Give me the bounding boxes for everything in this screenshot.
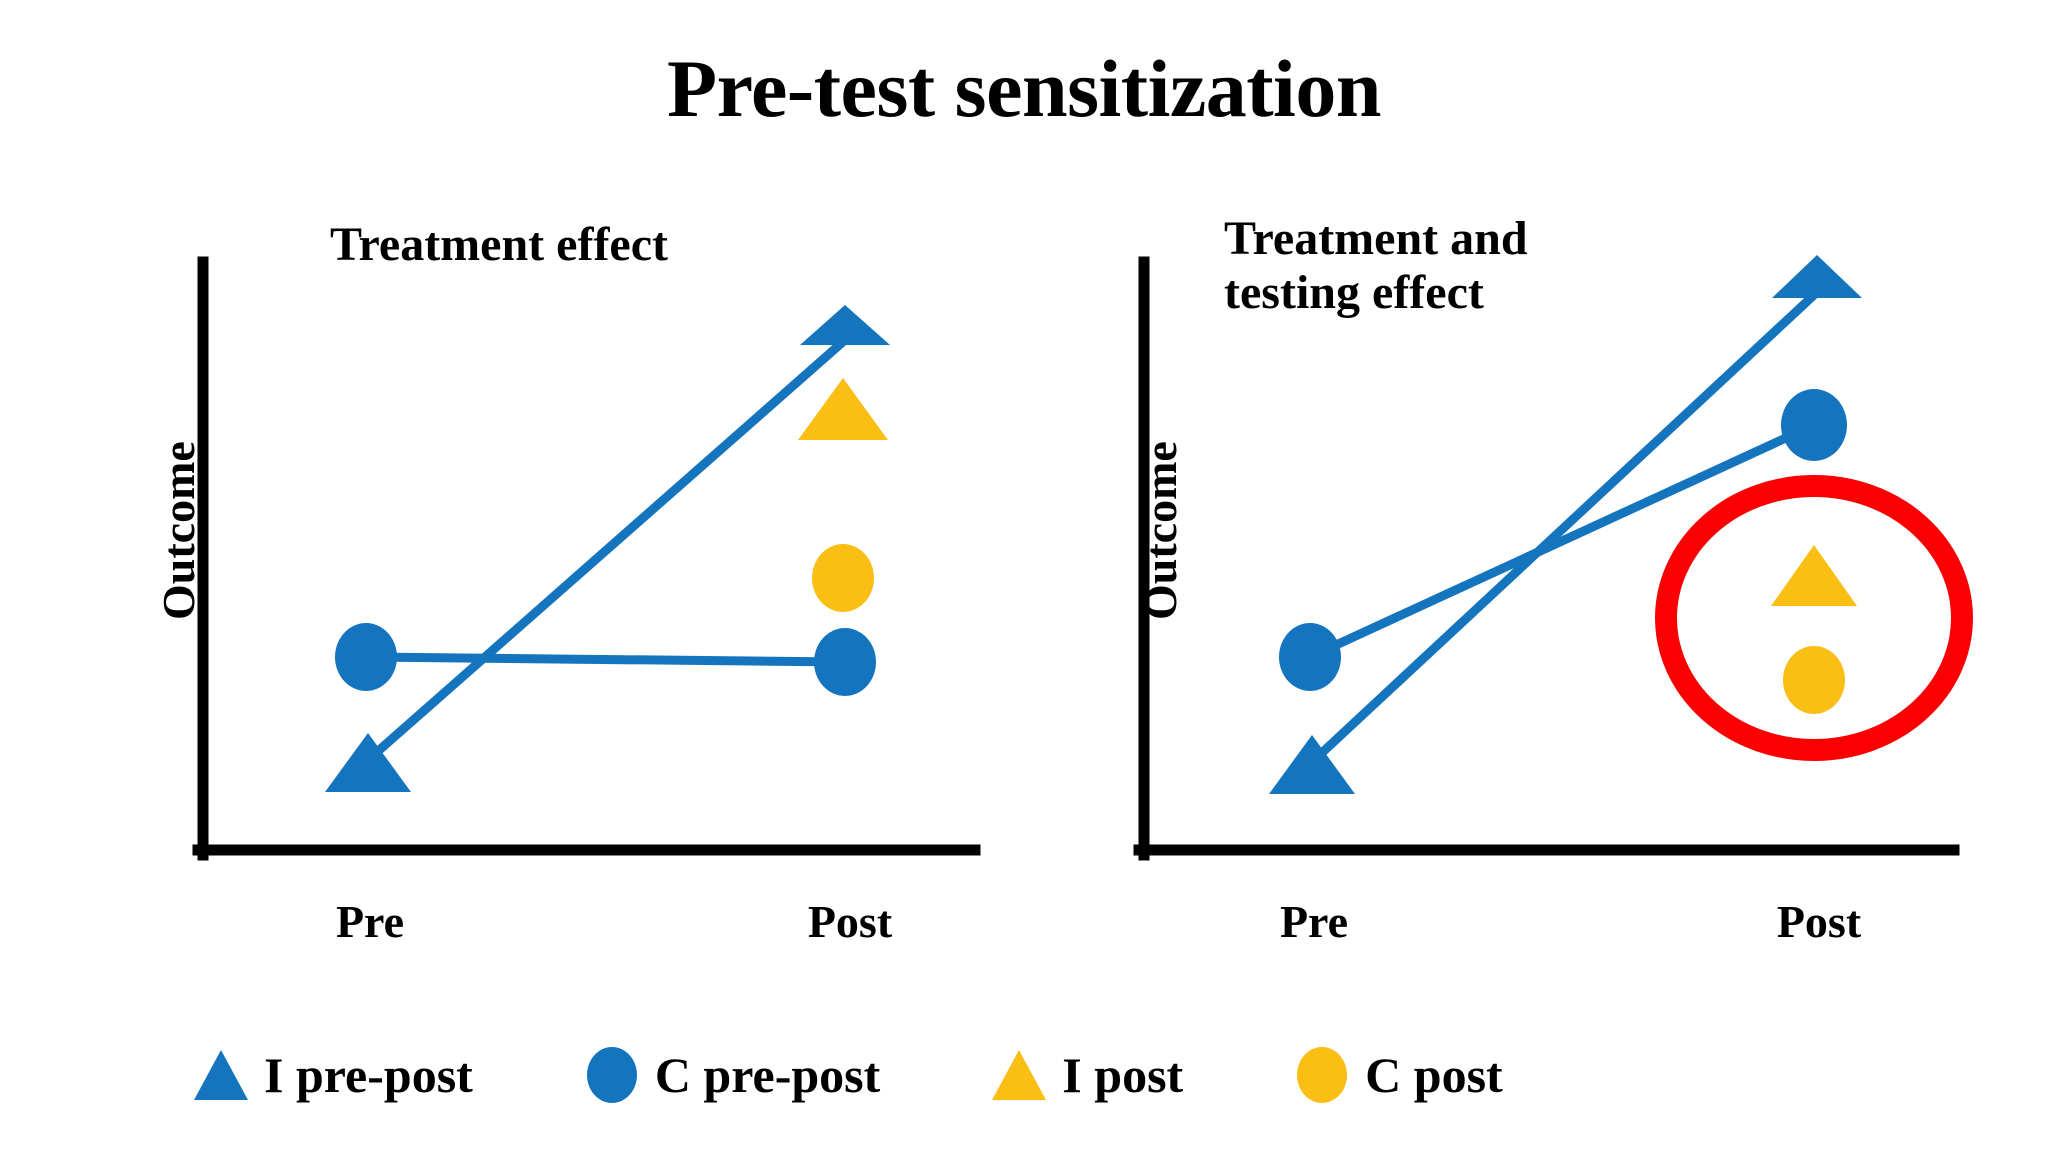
legend-item-i-pre-post: I pre-post: [190, 1044, 473, 1106]
marker-i-post-yellow-right: [1771, 545, 1857, 606]
page-title: Pre-test sensitization: [667, 43, 1381, 134]
chart-legend: I pre-post C pre-post I post C post: [0, 1010, 2048, 1140]
marker-i-post-blue-left: [800, 305, 890, 345]
x-tick-pre-right: Pre: [1279, 896, 1349, 947]
marker-c-post-blue-left: [814, 628, 876, 696]
marker-i-post-blue-right: [1772, 255, 1862, 298]
marker-c-post-blue-right: [1781, 389, 1847, 461]
legend-item-c-post: C post: [1291, 1044, 1503, 1106]
marker-i-post-yellow-left: [798, 378, 888, 440]
circle-blue-icon: [586, 1047, 637, 1103]
plot-area-right: [1133, 255, 1973, 861]
panel-title-right: Treatment and testing effect: [1224, 212, 1528, 319]
marker-i-pre-right: [1269, 735, 1355, 794]
triangle-up-blue-icon: [194, 1050, 248, 1100]
series-line-i-pre-post-right: [1307, 290, 1819, 767]
legend-item-c-pre-post: C pre-post: [581, 1044, 880, 1106]
legend-label-c-post: C post: [1365, 1047, 1503, 1103]
x-tick-pre-left: Pre: [335, 896, 405, 947]
circle-yellow-icon: [1297, 1047, 1348, 1103]
marker-c-pre-left: [335, 623, 397, 691]
panel-title-left: Treatment effect: [330, 218, 669, 271]
legend-item-i-post: I post: [988, 1044, 1183, 1106]
marker-i-pre-left: [325, 733, 411, 792]
plot-area-left: [192, 256, 981, 861]
legend-label-i-post: I post: [1062, 1047, 1184, 1103]
series-line-c-pre-post-right: [1305, 420, 1819, 662]
series-line-c-pre-post-left: [361, 652, 850, 667]
series-line-i-pre-post-left: [363, 335, 850, 765]
marker-c-post-yellow-left: [812, 544, 874, 612]
legend-label-i-pre-post: I pre-post: [264, 1047, 473, 1103]
x-tick-post-left: Post: [807, 896, 893, 947]
triangle-up-yellow-icon: [992, 1050, 1047, 1100]
marker-c-pre-right: [1279, 623, 1341, 691]
legend-label-c-pre-post: C pre-post: [654, 1047, 881, 1103]
panel-treatment-effect: Treatment effect Outcome Pre Post: [0, 0, 1024, 947]
x-tick-post-right: Post: [1776, 896, 1862, 947]
highlight-ellipse-red: [1655, 475, 1973, 761]
marker-c-post-yellow-right: [1783, 646, 1845, 714]
panel-treatment-and-testing-effect: Treatment and testing effect Outcome Pre…: [1024, 0, 2048, 947]
